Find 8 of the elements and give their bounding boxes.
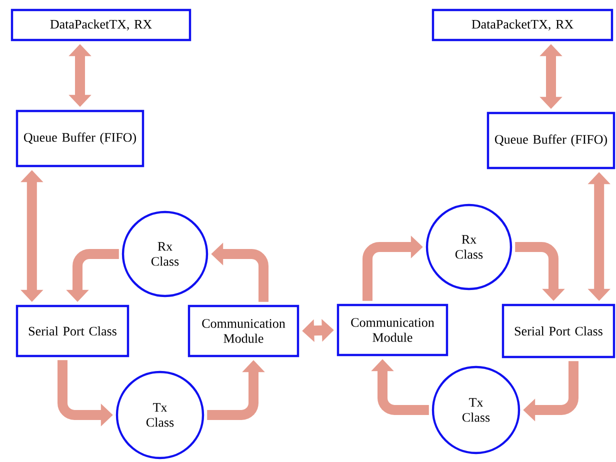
text-box: DataPacketTX, RX <box>10 8 192 42</box>
text-box: Queue Buffer (FIFO) <box>486 112 616 170</box>
text-box: DataPacketTX, RX <box>432 8 614 42</box>
text-box: Communication Module <box>188 304 300 358</box>
text-box: Serial Port Class <box>16 304 130 358</box>
text-box: Queue Buffer (FIFO) <box>16 110 144 168</box>
text-box: Communication Module <box>336 304 448 356</box>
text-box: Serial Port Class <box>502 304 616 358</box>
